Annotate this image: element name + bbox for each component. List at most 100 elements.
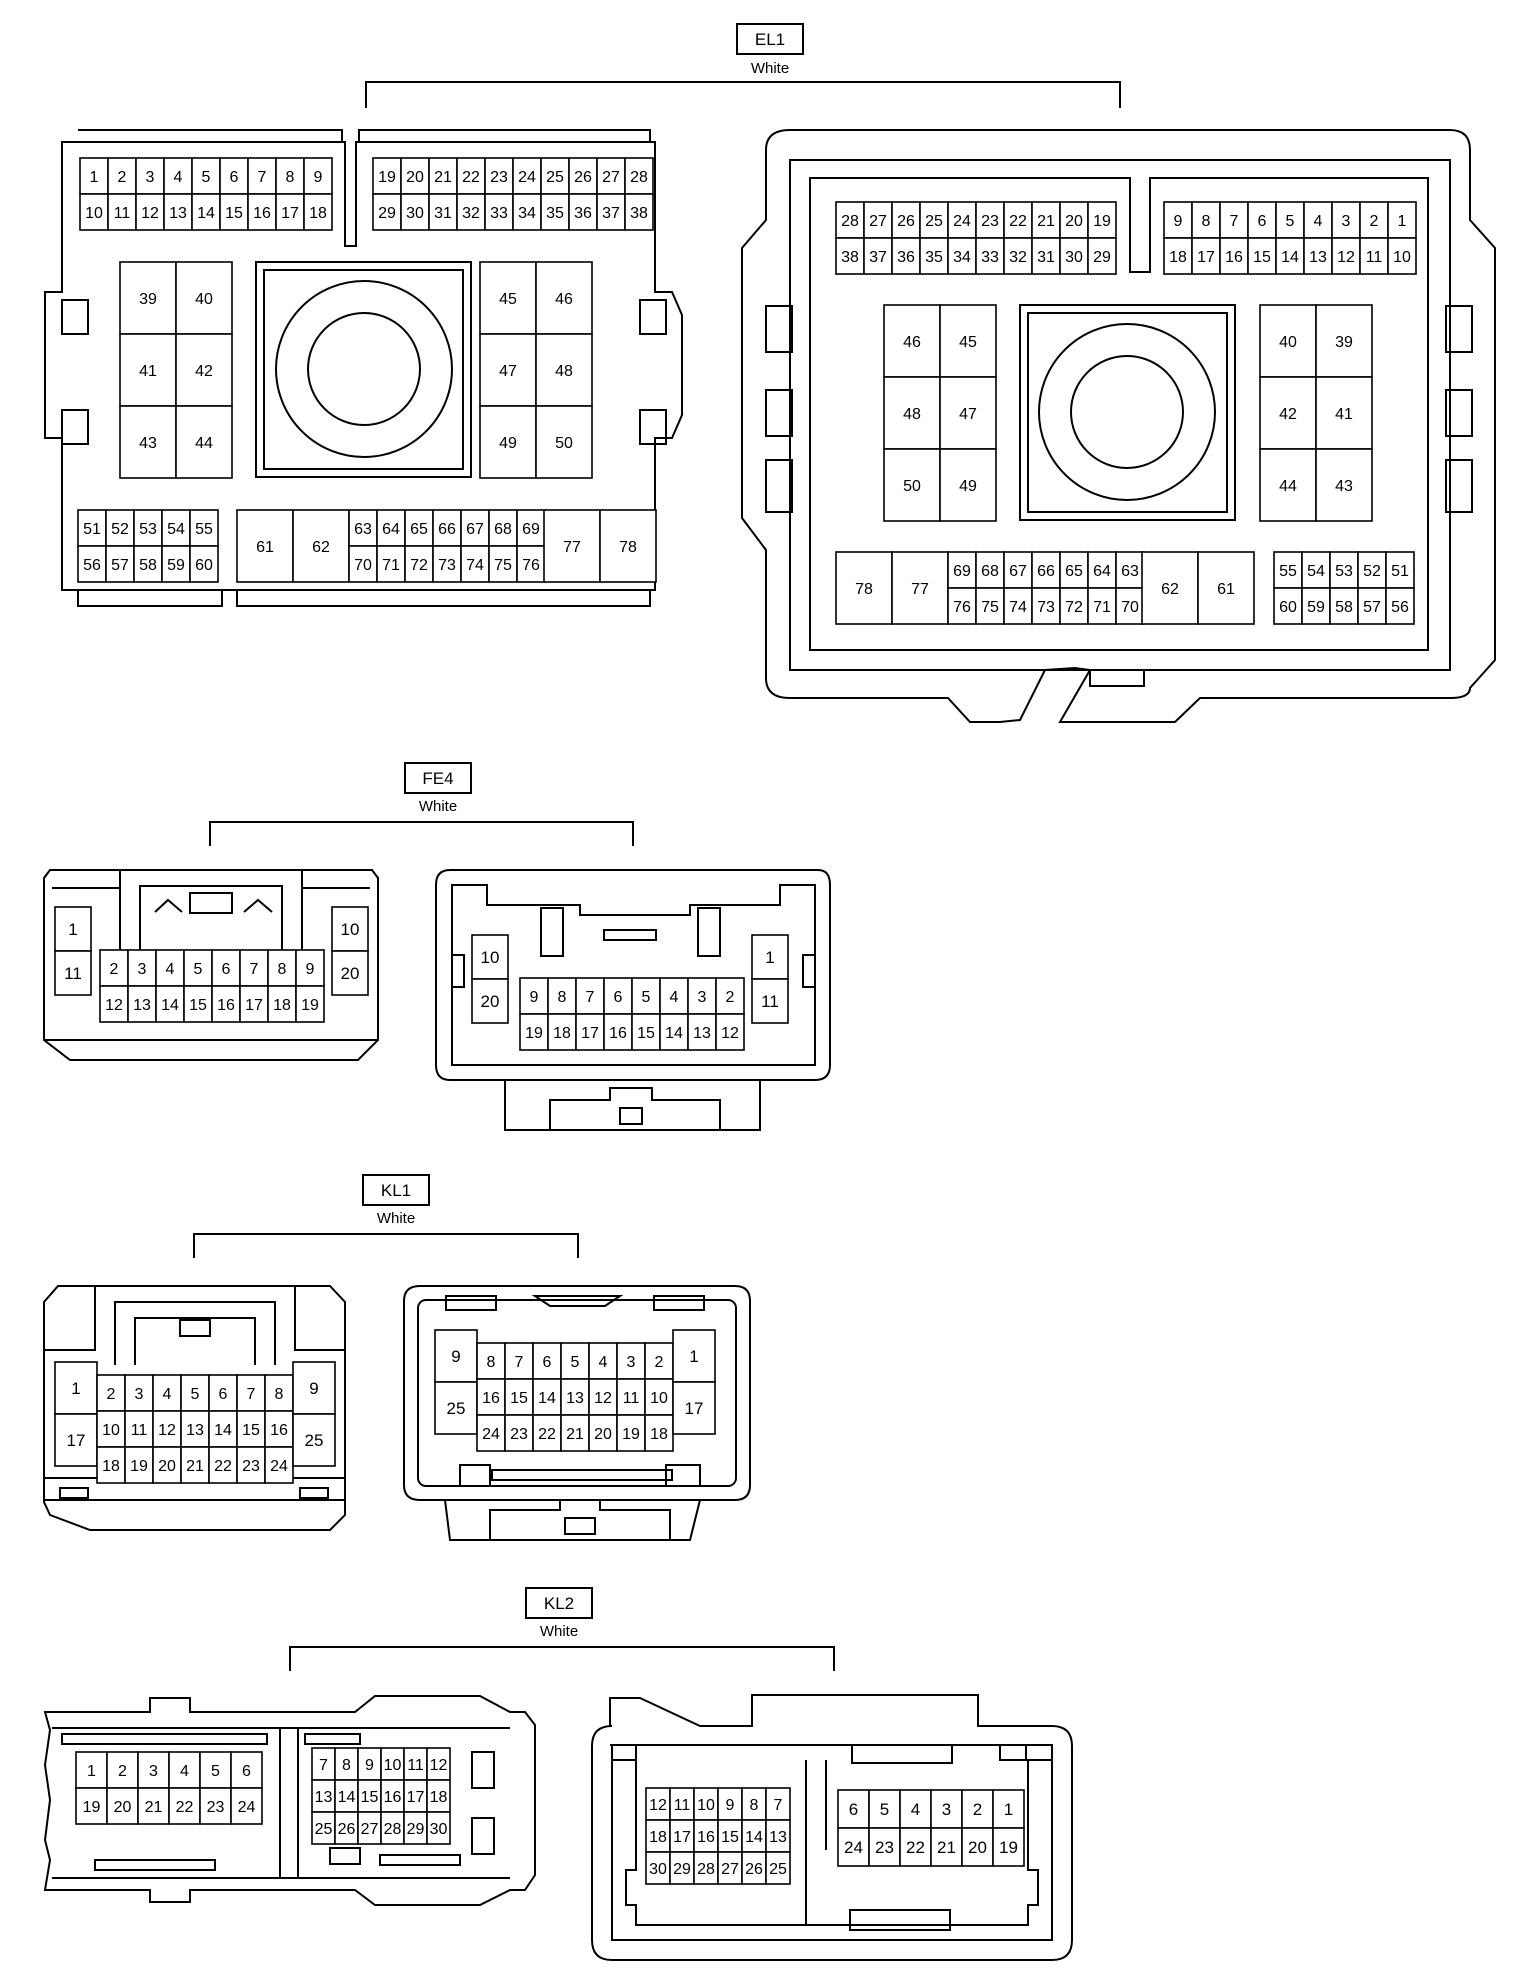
pin-number: 23 [207,1799,225,1816]
pin-box [535,333,593,407]
pin-cell: 14 [155,985,185,1023]
pin-number: 30 [430,1821,448,1838]
pin-cell: 7 [239,949,269,987]
pin-cell: 15 [236,1410,266,1448]
pin-box [236,1446,266,1484]
pin-number: 3 [698,989,707,1006]
pin-box [919,237,949,275]
pin-cell: 53 [133,509,163,547]
pin-cell: 54 [1301,551,1331,589]
pin-box [1385,587,1415,625]
pin-number: 50 [903,478,921,495]
pin-number: 18 [102,1458,120,1475]
pin-cell: 1 [54,1361,98,1415]
pin-number: 11 [761,992,779,1011]
fe4-right-key-right [697,907,721,957]
pin-number: 18 [649,1829,667,1846]
pin-number: 42 [1279,406,1297,423]
pin-number: 3 [1342,213,1351,230]
pin-cell: 6 [603,977,633,1015]
pin-cell: 12 [426,1747,451,1781]
pin-number: 8 [278,961,287,978]
pin-box [331,906,369,952]
pin-cell: 10 [1387,237,1417,275]
pin-number: 77 [911,581,929,598]
pin-number: 15 [242,1422,260,1439]
pin-number: 27 [721,1861,739,1878]
pin-cell: 60 [1273,587,1303,625]
pin-cell: 24 [230,1787,263,1825]
pin-number: 17 [673,1829,691,1846]
kl2-right-corner-ribs [612,1745,1052,1761]
pin-cell: 12 [1331,237,1361,275]
pin-cell: 3 [135,157,165,195]
pin-box [1003,201,1033,239]
pin-number: 19 [130,1458,148,1475]
pin-number: 6 [849,1800,858,1819]
kl1-left-shoulders [44,1286,345,1351]
pin-cell: 6 [208,1374,238,1412]
pin-number: 19 [378,169,396,186]
pin-box [135,157,165,195]
pin-number: 2 [1370,213,1379,230]
pin-cell: 5 [199,1751,232,1789]
pin-cell: 26 [741,1851,767,1885]
pin-number: 1 [71,1379,80,1398]
pin-cell: 34 [512,193,542,231]
pin-cell: 30 [645,1851,671,1885]
el1-label-group [365,23,1121,108]
pin-number: 14 [338,1789,356,1806]
pin-number: 15 [637,1025,655,1042]
pin-cell: 7 [1219,201,1249,239]
pin-cell: 18 [547,1013,577,1051]
pin-box [919,201,949,239]
pin-cell: 25 [311,1811,336,1845]
pin-number: 70 [1121,599,1139,616]
pin-number: 15 [510,1390,528,1407]
fe4-label-group [209,762,634,846]
pin-cell: 25 [919,201,949,239]
el1-right-stud-frame [1019,304,1236,521]
pin-number: 25 [315,1821,333,1838]
pin-number: 24 [953,213,971,230]
pin-cell: 32 [1003,237,1033,275]
pin-box [547,977,577,1015]
pin-number: 2 [107,1386,116,1403]
pin-cell: 24 [264,1446,294,1484]
kl1-left-latch-tab [179,1319,211,1337]
kl2-left-view [43,1695,536,1906]
pin-number: 9 [365,1757,374,1774]
pin-number: 14 [538,1390,556,1407]
pin-cell: 27 [357,1811,382,1845]
pin-number: 36 [897,249,915,266]
pin-number: 12 [105,997,123,1014]
pin-box [672,1329,716,1383]
pin-cell: 3 [687,977,717,1015]
pin-number: 47 [959,406,977,423]
pin-cell: 33 [484,193,514,231]
pin-number: 50 [555,435,573,452]
pin-box [516,509,546,547]
pin-number: 72 [410,557,428,574]
pin-number: 56 [83,557,101,574]
pin-cell: 17 [275,193,305,231]
pin-cell: 17 [672,1381,716,1435]
pin-box [1087,551,1117,589]
pin-cell: 49 [939,448,997,522]
pin-number: 64 [382,521,400,538]
pin-number: 63 [1121,563,1139,580]
fe4-right-center-rib [603,929,657,941]
pin-cell: 11 [1359,237,1389,275]
pin-cell: 12 [135,193,165,231]
pin-cell: 34 [947,237,977,275]
el1-left-latch-right-top [639,299,667,335]
pin-number: 63 [354,521,372,538]
pin-box [930,1827,963,1867]
pin-cell: 7 [504,1342,534,1380]
pin-number: 46 [555,291,573,308]
pin-cell: 23 [975,201,1005,239]
pin-cell: 8 [1191,201,1221,239]
pin-cell: 6 [837,1789,870,1829]
pin-number: 13 [769,1829,787,1846]
pin-cell: 2 [99,949,129,987]
